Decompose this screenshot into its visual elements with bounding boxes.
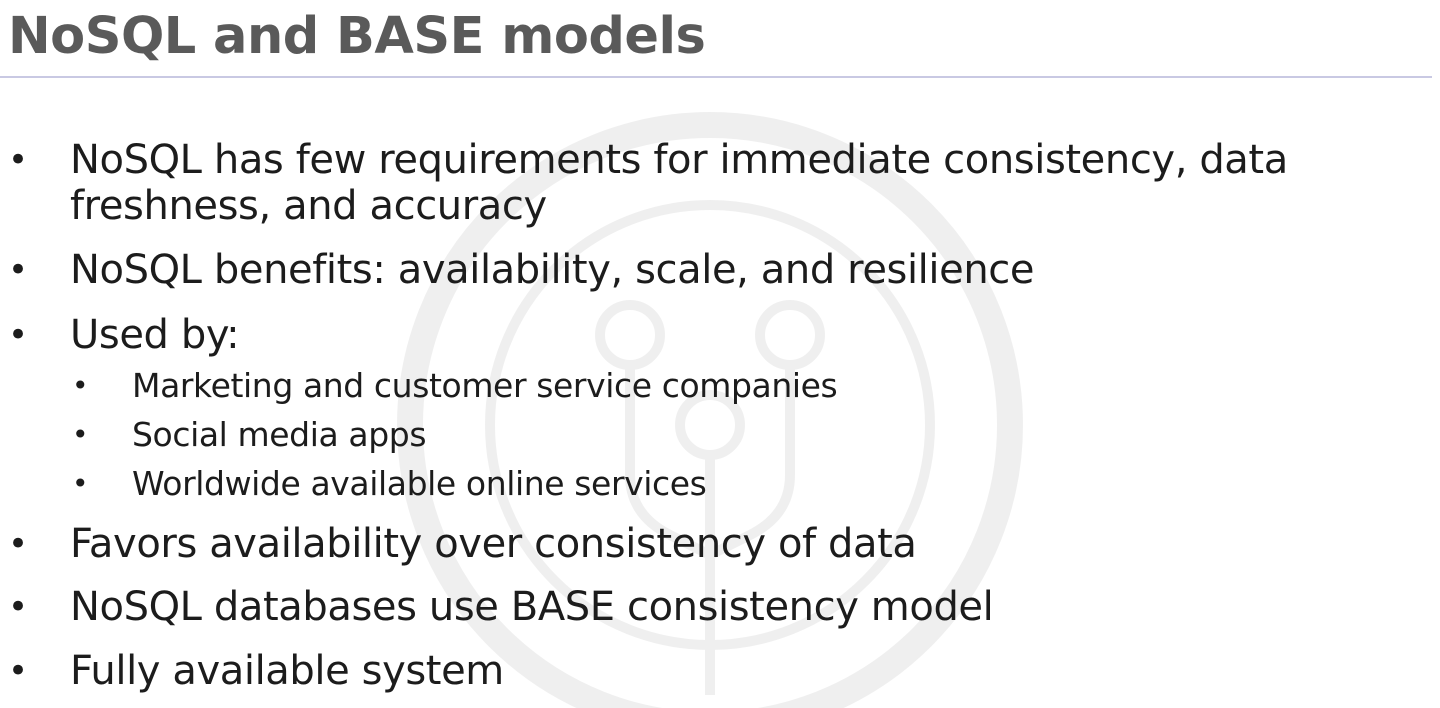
bullet-icon: •: [8, 524, 28, 564]
list-item-text: Fully available system: [70, 648, 504, 694]
watermark-logo-icon: [397, 112, 1023, 708]
bullet-icon: •: [72, 418, 89, 451]
list-item-text: Used by:: [70, 312, 240, 358]
bullet-icon: •: [8, 587, 28, 627]
list-item-text: freshness, and accuracy: [70, 183, 547, 229]
bullet-icon: •: [8, 250, 28, 290]
list-item-text: Worldwide available online services: [132, 464, 707, 503]
list-item-text: NoSQL has few requirements for immediate…: [70, 137, 1288, 183]
bullet-icon: •: [8, 315, 28, 355]
slide-title: NoSQL and BASE models: [8, 7, 706, 66]
bullet-icon: •: [72, 467, 89, 500]
bullet-icon: •: [72, 369, 89, 402]
title-divider: [0, 76, 1432, 78]
list-item-text: Social media apps: [132, 415, 427, 454]
list-item-text: Marketing and customer service companies: [132, 366, 838, 405]
list-item-text: Favors availability over consistency of …: [70, 521, 917, 567]
list-item-text: NoSQL databases use BASE consistency mod…: [70, 584, 994, 630]
bullet-icon: •: [8, 651, 28, 691]
list-item-text: NoSQL benefits: availability, scale, and…: [70, 247, 1035, 293]
bullet-icon: •: [8, 140, 28, 180]
